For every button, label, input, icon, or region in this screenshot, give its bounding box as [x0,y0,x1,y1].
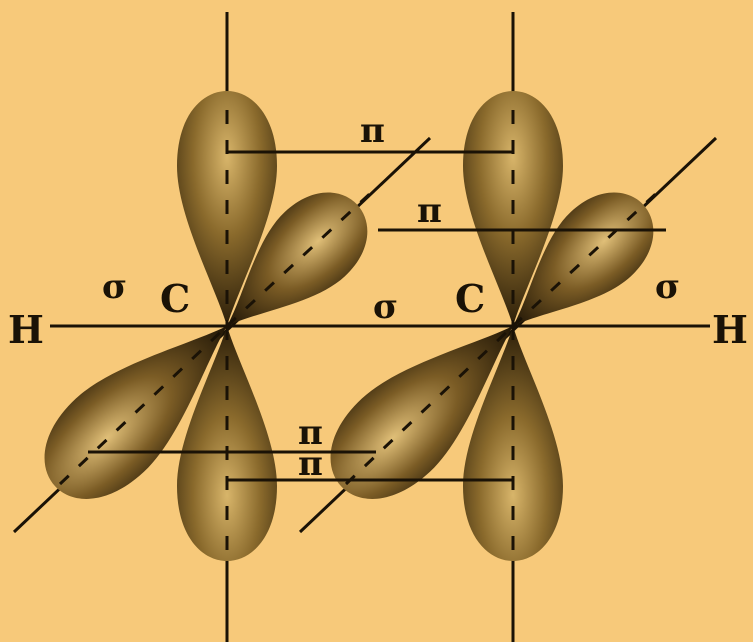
left-upper-diagonal-dashed [225,186,378,328]
sigma-right-label: σ [655,267,680,307]
right-lower-diagonal-dashed [344,324,515,486]
sigma-center-label: σ [373,287,398,327]
carbon-right-label: C [455,276,485,321]
pi-upper-mid-label: π [417,191,442,231]
carbon-left-label: C [160,276,190,321]
pi-top-label: π [360,111,385,151]
pi-bottom-label: π [298,444,323,484]
sigma-left-label: σ [102,267,127,307]
pi-lower-mid-label: π [298,413,323,453]
left-lower-diagonal-dashed [58,324,229,486]
right-upper-diagonal-dashed [511,186,664,328]
hydrogen-right-label: H [712,307,748,352]
hydrogen-left-label: H [8,307,44,352]
